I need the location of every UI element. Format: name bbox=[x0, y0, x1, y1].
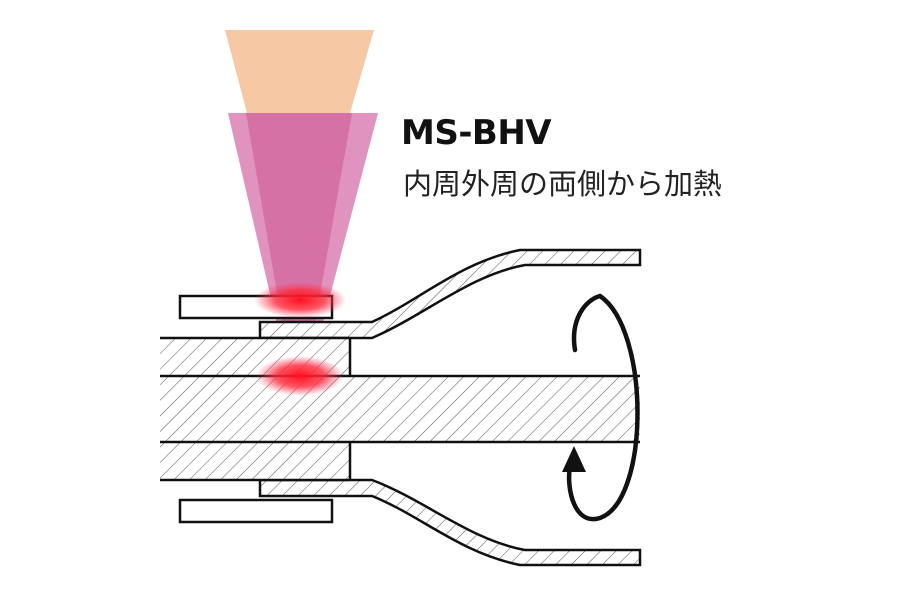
diagram-title: MS-BHV bbox=[401, 113, 552, 153]
rotation-arrow-icon bbox=[562, 293, 640, 522]
outer-tube-lower-wall bbox=[258, 478, 642, 567]
sleeve-lower bbox=[160, 442, 350, 480]
hot-spot-inner bbox=[256, 356, 344, 396]
laser-beam-core bbox=[246, 113, 352, 380]
diagram-subtitle: 内周外周の両側から加熱 bbox=[403, 167, 723, 201]
inner-shaft bbox=[160, 376, 640, 442]
laser-beam-inner bbox=[228, 113, 378, 380]
outer-tube-upper-wall bbox=[258, 248, 642, 340]
hot-spot-outer bbox=[254, 282, 346, 318]
laser-beam-outer bbox=[225, 30, 374, 113]
clamp-lower bbox=[178, 498, 334, 524]
